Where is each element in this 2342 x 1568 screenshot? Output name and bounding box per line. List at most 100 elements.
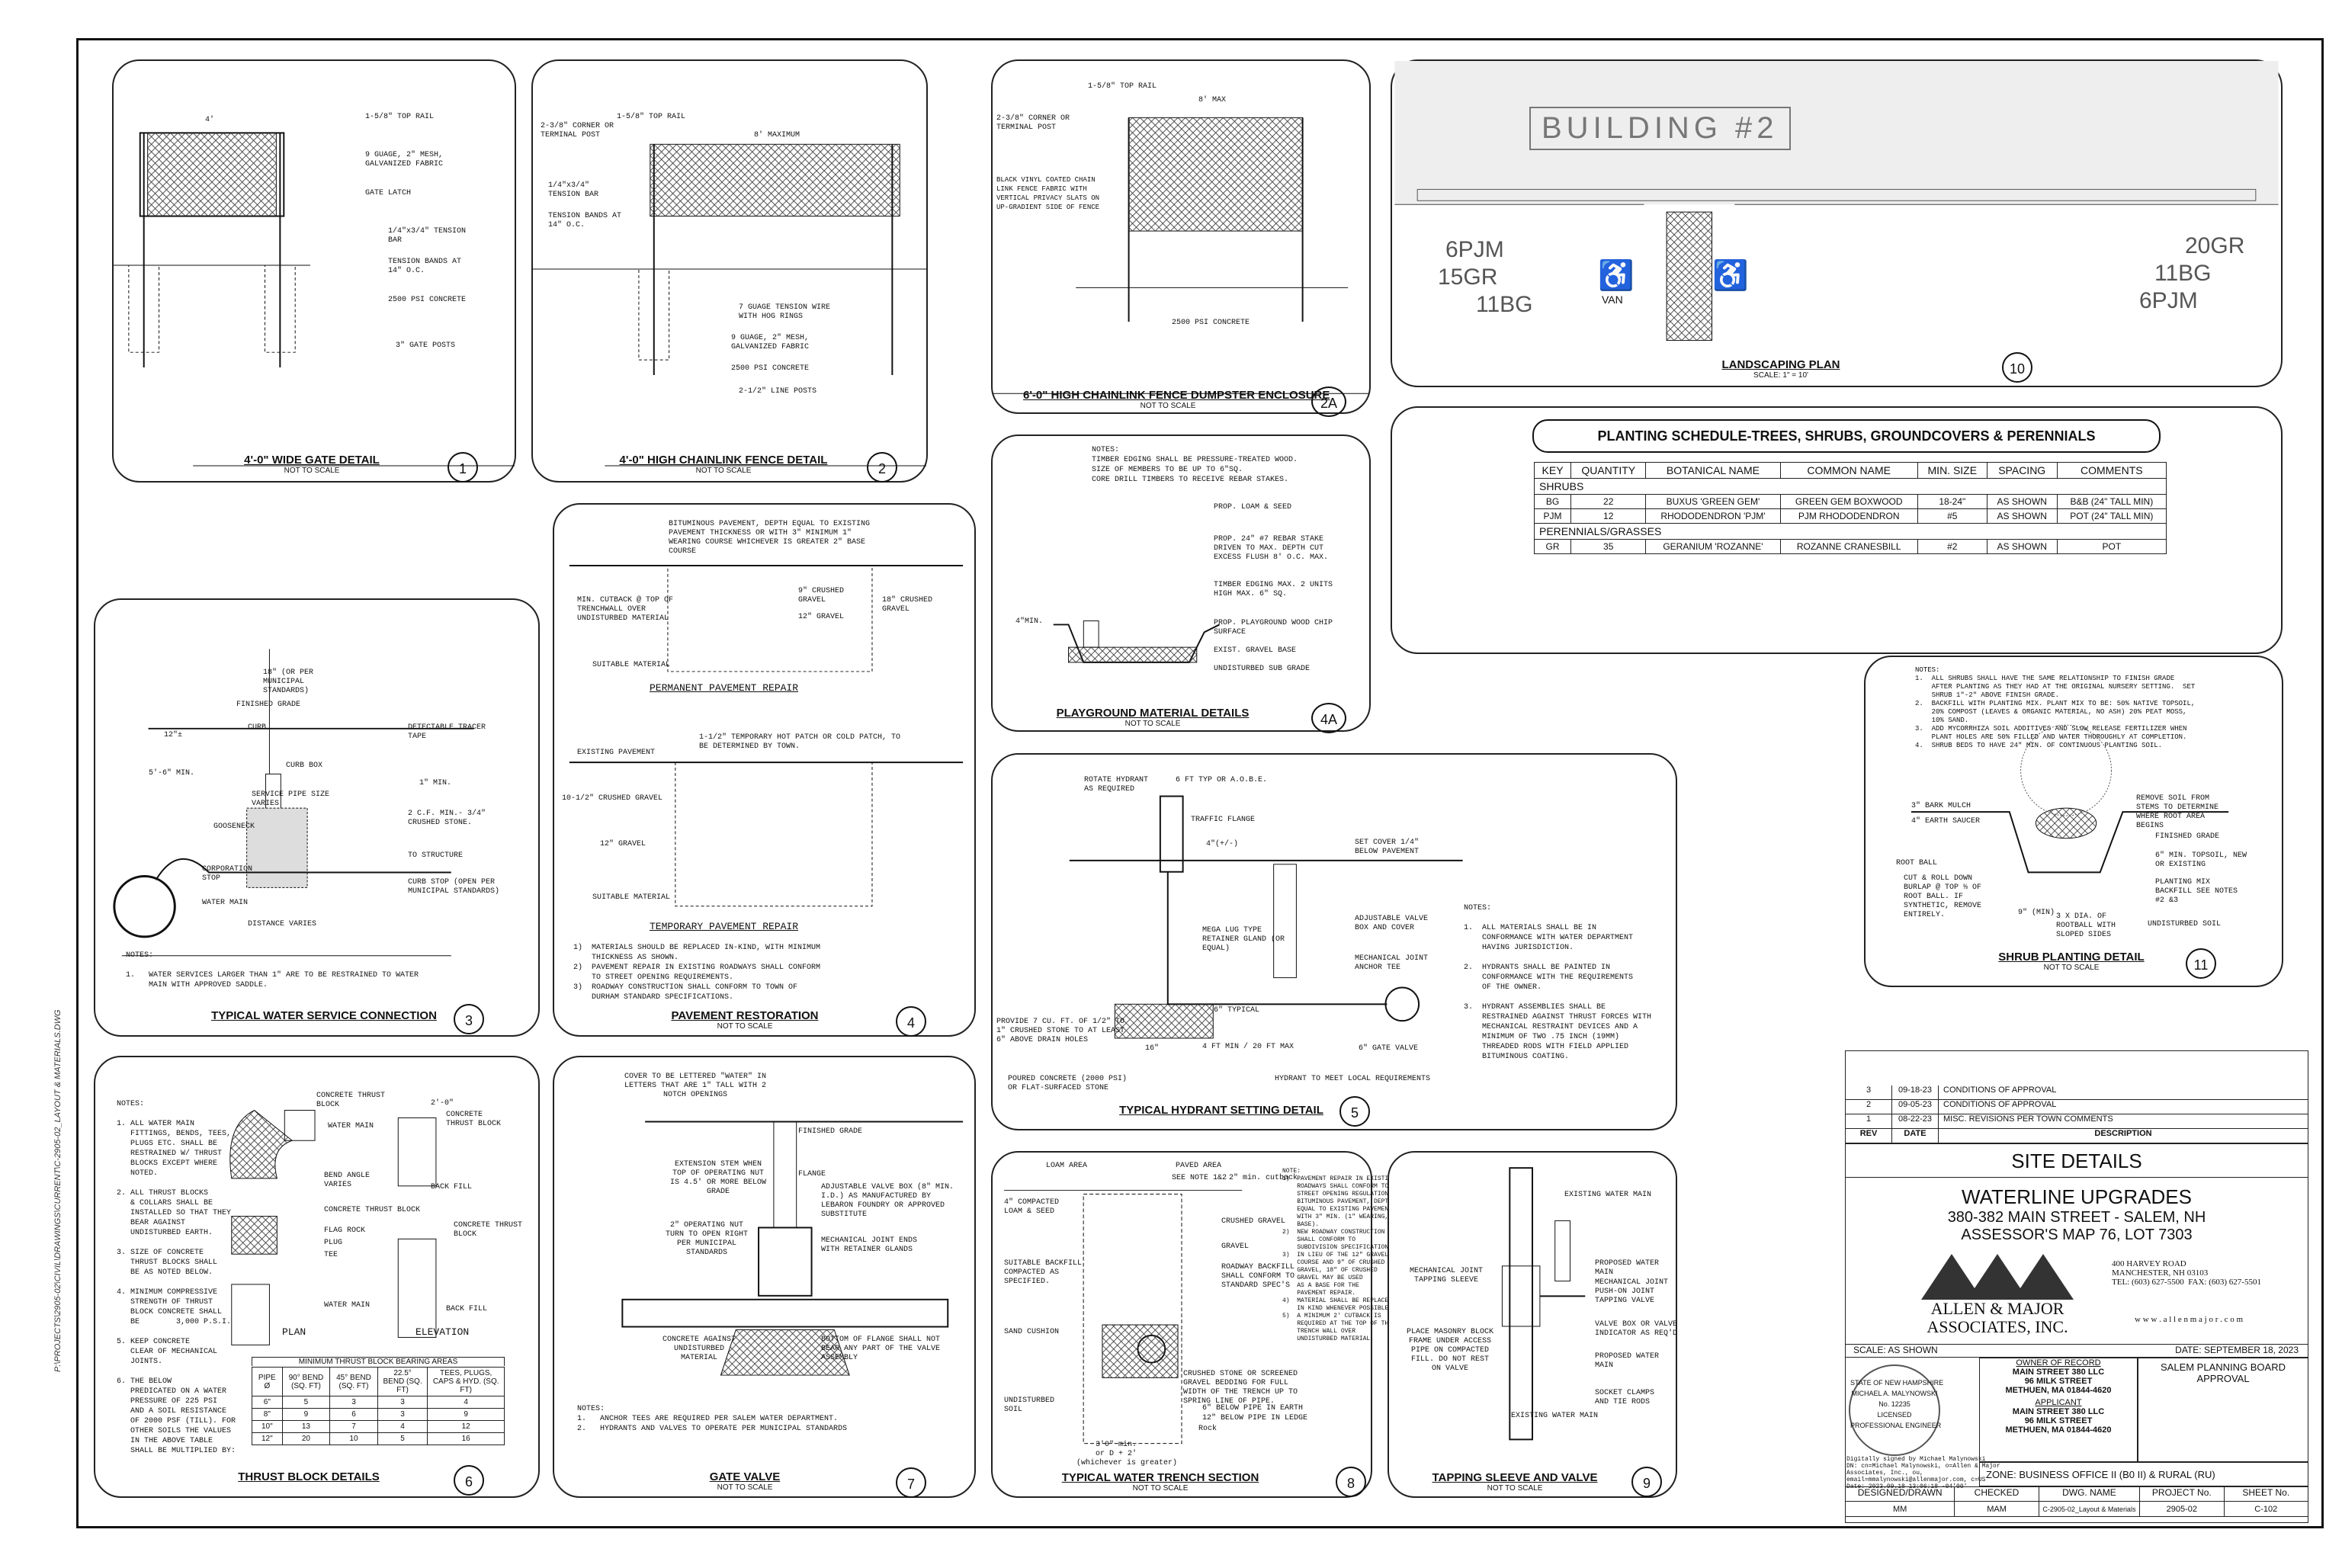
label: ADJUSTABLE VALVE BOX (8" MIN. I.D.) AS M…	[821, 1183, 954, 1219]
thrust-block-drawing	[229, 1109, 437, 1345]
label: PROP. LOAM & SEED	[1214, 503, 1292, 511]
panel-scale: NOT TO SCALE	[695, 467, 752, 475]
cell: 12	[1570, 508, 1647, 524]
label: EXISTING WATER MAIN	[1511, 1412, 1599, 1420]
panel-playground-material: NOTES: TIMBER EDGING SHALL BE PRESSURE-T…	[991, 434, 1371, 733]
label: CRUSHED GRAVEL	[1221, 1217, 1286, 1226]
label: 6 FT TYP OR A.O.B.E.	[1176, 776, 1268, 784]
header-cell: PIPE Ø	[252, 1367, 283, 1396]
cell: 12	[427, 1420, 505, 1433]
notes: NOTES: 1. ALL MATERIALS SHALL BE IN CONF…	[1464, 904, 1652, 1061]
label: 2'-0"	[431, 1099, 454, 1108]
label: MEGA LUG TYPE RETAINER GLAND (OR EQUAL)	[1202, 926, 1285, 953]
label: BEND ANGLE VARIES	[324, 1172, 371, 1189]
cell: #5	[1917, 508, 1987, 524]
firm-name: ALLEN & MAJOR ASSOCIATES, INC.	[1927, 1299, 2068, 1336]
label: 4"(+/-)	[1206, 840, 1239, 848]
cell: 13	[281, 1420, 331, 1433]
label: 18" CRUSHED GRAVEL	[882, 596, 933, 614]
cell: 7	[329, 1420, 378, 1433]
cell: RHODODENDRON 'PJM'	[1645, 508, 1781, 524]
pavement-restoration-drawing	[569, 564, 964, 907]
label: 2-3/8" CORNER OR TERMINAL POST	[541, 122, 614, 139]
label: Rock	[1198, 1425, 1218, 1433]
label: CONCRETE THRUST BLOCK	[446, 1111, 502, 1128]
label: 12"±	[164, 731, 183, 739]
label: TIMBER EDGING MAX. 2 UNITS HIGH MAX. 6" …	[1214, 581, 1333, 598]
detail-number: 5	[1339, 1096, 1370, 1127]
detail-number: 10	[2002, 352, 2032, 383]
header-cell: 22.5° BEND (SQ. FT)	[377, 1367, 428, 1396]
date: DATE: SEPTEMBER 18, 2023	[2175, 1345, 2299, 1355]
water-service-drawing	[113, 649, 474, 957]
label: 8' MAX	[1198, 96, 1227, 104]
cell: 5	[281, 1396, 331, 1409]
footer-head-cell: CHECKED	[1955, 1487, 2039, 1501]
cell: GR	[1533, 539, 1572, 554]
label: 1/4"x3/4" TENSION BAR	[388, 227, 467, 245]
panel-gate-valve: COVER TO BE LETTERED "WATER" IN LETTERS …	[553, 1056, 976, 1498]
label: SUITABLE MATERIAL	[592, 661, 671, 669]
label: SUITABLE BACKFILL COMPACTED AS SPECIFIED…	[1004, 1259, 1083, 1286]
label: (whichever is greater)	[1076, 1459, 1178, 1467]
gate-valve-drawing	[621, 1121, 964, 1376]
label: 9" (MIN)	[2018, 909, 2055, 917]
label: SET COVER 1/4" BELOW PAVEMENT	[1355, 839, 1420, 856]
label: CURB	[248, 723, 267, 732]
cell: 10	[329, 1432, 378, 1445]
fence-detail-drawing	[533, 143, 926, 467]
label: EXISTING PAVEMENT	[577, 749, 656, 757]
panel-title: TYPICAL WATER SERVICE CONNECTION	[211, 1009, 437, 1022]
panel-shrub-planting: NOTES: 1. ALL SHRUBS SHALL HAVE THE SAME…	[1864, 656, 2283, 987]
detail-number: 8	[1336, 1467, 1366, 1497]
board-approval-box: SALEM PLANNING BOARD APPROVAL	[2138, 1358, 2308, 1462]
cell: 35	[1570, 539, 1647, 554]
label: WATER MAIN	[324, 1301, 371, 1310]
label: PROPOSED WATER MAIN	[1595, 1259, 1660, 1277]
label: 10-1/2" CRUSHED GRAVEL	[562, 794, 663, 803]
panel-landscaping-plan: BUILDING #2 6PJM 15GR 11BG ♿ VAN ♿ 20GR …	[1391, 59, 2283, 387]
label: VALVE BOX OR VALVE INDICATOR AS REQ'D	[1595, 1320, 1678, 1338]
owner-info: MAIN STREET 380 LLC 96 MILK STREET METHU…	[2005, 1368, 2112, 1395]
label: CONCRETE THRUST BLOCK	[454, 1221, 523, 1239]
gate-detail-drawing	[114, 132, 515, 467]
label: SERVICE PIPE SIZE VARIES	[252, 790, 330, 808]
label: 6" BELOW PIPE IN EARTH	[1202, 1404, 1304, 1412]
header-cell: COMMENTS	[2056, 462, 2167, 479]
firm-logo	[1921, 1254, 2074, 1300]
plant-labels-left: 6PJM 15GR 11BG	[1438, 236, 1533, 319]
label: 7 GUAGE TENSION WIRE WITH HOG RINGS	[739, 303, 831, 321]
detail-number: 2	[867, 452, 897, 483]
label: 1-5/8" TOP RAIL	[617, 113, 686, 121]
drawing-sheet	[76, 38, 2324, 1528]
label: HYDRANT TO MEET LOCAL REQUIREMENTS	[1275, 1075, 1431, 1083]
cell: 3	[377, 1408, 428, 1421]
label: UNDISTURBED SOIL	[1004, 1396, 1055, 1414]
panel-scale: NOT TO SCALE	[1124, 720, 1181, 728]
cell: 6"	[252, 1396, 283, 1409]
panel-gate-detail: 4' 1-5/8" TOP RAIL 9 GUAGE, 2" MESH, GAL…	[112, 59, 516, 483]
label: 16"	[1145, 1044, 1160, 1053]
cell: PJM	[1533, 508, 1572, 524]
panel-scale: SCALE: 1" = 10'	[1753, 371, 1808, 380]
panel-scale: NOT TO SCALE	[1140, 402, 1196, 410]
label: 1/4"x3/4" TENSION BAR	[548, 181, 599, 199]
label: PROP. PLAYGROUND WOOD CHIP SURFACE	[1214, 619, 1333, 636]
label: UNDISTURBED SUB GRADE	[1214, 665, 1311, 673]
detail-number: 7	[896, 1467, 926, 1498]
label: 1" MIN.	[419, 779, 452, 787]
playground-drawing	[1053, 620, 1220, 663]
notes: NOTES: 1. WATER SERVICES LARGER THAN 1" …	[126, 951, 419, 989]
cell: #2	[1917, 539, 1987, 554]
cell: AS SHOWN	[1986, 539, 2058, 554]
scale: SCALE: AS SHOWN	[1853, 1345, 1938, 1355]
label: GRAVEL	[1221, 1243, 1250, 1251]
label: PROP. 24" #7 REBAR STAKE DRIVEN TO MAX. …	[1214, 535, 1329, 562]
label: CONCRETE AGAINST UNDISTURBED MATERIAL	[662, 1336, 736, 1362]
